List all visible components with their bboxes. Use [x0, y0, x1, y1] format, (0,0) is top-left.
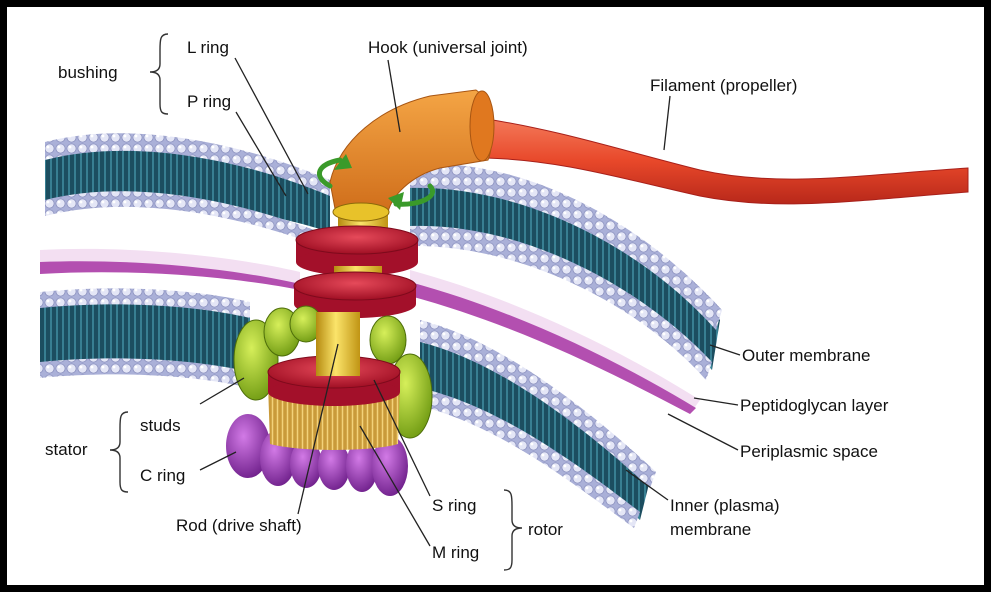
arrowhead-icon: [388, 192, 404, 210]
l-ring: [295, 225, 419, 276]
label-rod: Rod (drive shaft): [176, 516, 302, 535]
label-outer-membrane: Outer membrane: [742, 346, 871, 365]
rotor-brace: [503, 489, 523, 571]
label-peptidoglycan: Peptidoglycan layer: [740, 396, 889, 415]
bushing-brace: [149, 33, 169, 115]
label-stator: stator: [45, 440, 88, 459]
leader-lines: [199, 57, 741, 547]
filament: [479, 117, 969, 205]
label-s-ring: S ring: [432, 496, 476, 515]
hook-end: [469, 90, 495, 162]
inner-membrane: [40, 288, 656, 528]
label-m-ring: M ring: [432, 543, 479, 562]
label-filament: Filament (propeller): [650, 76, 797, 95]
label-p-ring: P ring: [187, 92, 231, 111]
label-periplasmic: Periplasmic space: [740, 442, 878, 461]
label-rotor: rotor: [528, 520, 563, 539]
peptidoglycan-layer: [40, 248, 700, 414]
label-l-ring: L ring: [187, 38, 229, 57]
rod-top: [332, 202, 390, 222]
outer-membrane: [45, 133, 722, 380]
label-bushing: bushing: [58, 63, 118, 82]
label-studs: studs: [140, 416, 181, 435]
arrowhead-icon: [334, 154, 352, 170]
c-ring: [226, 414, 408, 496]
s-ring: [267, 355, 401, 406]
p-ring: [293, 271, 417, 318]
labels: bushing L ring P ring Hook (universal jo…: [45, 38, 889, 562]
label-inner-membrane-2: membrane: [670, 520, 751, 539]
label-c-ring: C ring: [140, 466, 185, 485]
label-hook: Hook (universal joint): [368, 38, 528, 57]
stator-brace: [109, 411, 129, 493]
rotation-arrow-icon: [316, 157, 435, 207]
studs: [233, 305, 433, 439]
label-inner-membrane-1: Inner (plasma): [670, 496, 780, 515]
